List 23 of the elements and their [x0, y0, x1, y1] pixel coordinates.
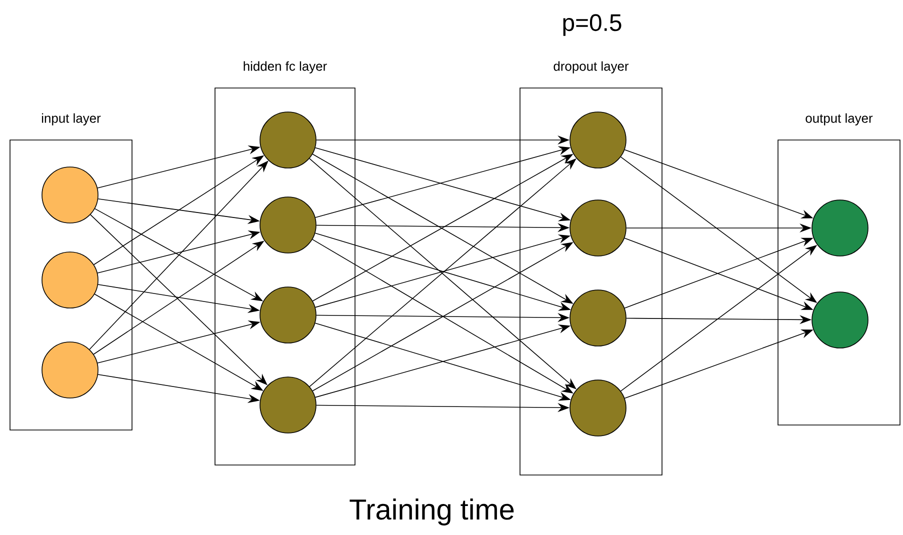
neuron-circle: [570, 112, 626, 168]
neuron-circle: [812, 200, 868, 256]
caption: Training time: [350, 498, 514, 526]
neuron-circle: [42, 252, 98, 308]
neuron-circle: [42, 342, 98, 398]
probability-label: p=0.5: [563, 14, 622, 36]
neuron-circle: [260, 196, 316, 254]
layer-box: output layer: [778, 113, 900, 426]
neuron-circle: [42, 166, 98, 224]
node-label: output layer: [806, 113, 873, 126]
node-label: input layer: [42, 113, 101, 126]
node-label: hidden fc layer: [244, 61, 327, 74]
neuron-circle: [260, 286, 316, 344]
neuron-circle: [260, 112, 316, 168]
layer-box: hidden fc layer: [214, 61, 356, 466]
layer-box: input layer: [10, 113, 132, 430]
node-label: dropout layer: [554, 61, 629, 74]
layer-box: dropout layer: [520, 61, 662, 476]
neuron-circle: [260, 376, 316, 434]
neuron-circle: [570, 200, 626, 256]
neuron-circle: [570, 380, 626, 436]
neuron-circle: [570, 290, 626, 346]
neuron-circle: [812, 292, 868, 348]
